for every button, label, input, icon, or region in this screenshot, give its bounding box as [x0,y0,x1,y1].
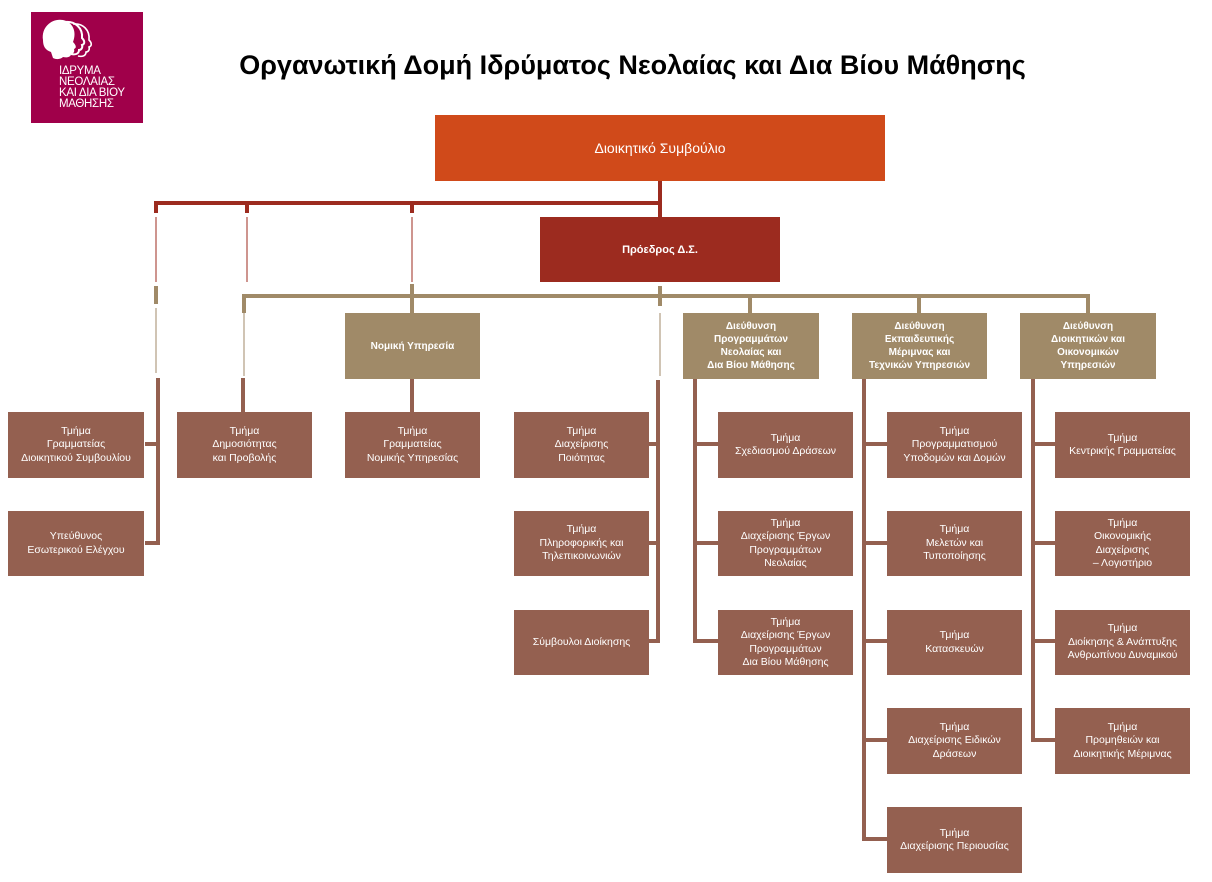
dept-procurement-label: Τμήμα Προμηθειών και Διοικητικής Μέριμνα… [1073,720,1172,760]
dept-infrastructure-planning-box: Τμήμα Προγραμματισμού Υποδομών και Δομών [887,412,1022,478]
legal-service-label: Νομική Υπηρεσία [370,340,455,352]
board-box: Διοικητικό Συμβούλιο [435,115,885,181]
logo-line-4: ΜΑΘΗΣΗΣ [59,98,114,110]
directorate-admin-finance-label: Διεύθυνση Διοικητικών και Οικονομικών Υπ… [1051,321,1125,371]
dept-infrastructure-planning-label: Τμήμα Προγραμματισμού Υποδομών και Δομών [903,424,1006,464]
dept-construction-box: Τμήμα Κατασκευών [887,610,1022,675]
legal-secretariat-label: Τμήμα Γραμματείας Νομικής Υπηρεσίας [366,424,459,464]
directorate-youth-lifelong-label: Διεύθυνση Προγραμμάτων Νεολαίας και Δια … [707,321,795,371]
president-label: Πρόεδρος Δ.Σ. [622,243,698,256]
dept-studies-standardization-box: Τμήμα Μελετών και Τυποποίησης [887,511,1022,576]
president-box: Πρόεδρος Δ.Σ. [540,217,780,282]
dept-lifelong-projects-label: Τμήμα Διαχείρισης Έργων Προγραμμάτων Δια… [740,615,831,669]
management-advisors-label: Σύμβουλοι Διοίκησης [532,635,631,648]
dept-central-secretariat-label: Τμήμα Κεντρικής Γραμματείας [1069,431,1176,458]
quality-management-label: Τμήμα Διαχείρισης Ποιότητας [554,424,609,464]
dept-studies-standardization-label: Τμήμα Μελετών και Τυποποίησης [923,523,986,563]
dept-property-management-label: Τμήμα Διαχείρισης Περιουσίας [900,826,1009,853]
directorate-education-technical-box: Διεύθυνση Εκπαιδευτικής Μέριμνας και Τεχ… [852,313,987,379]
secretariat-board-label: Τμήμα Γραμματείας Διοικητικού Συμβουλίου [21,424,131,464]
organization-logo: ΙΔΡΥΜΑ ΝΕΟΛΑΙΑΣ ΚΑΙ ΔΙΑ ΒΙΟΥ ΜΑΘΗΣΗΣ [31,12,143,123]
dept-special-actions-box: Τμήμα Διαχείρισης Ειδικών Δράσεων [887,708,1022,774]
legal-secretariat-box: Τμήμα Γραμματείας Νομικής Υπηρεσίας [345,412,480,478]
dept-accounting-box: Τμήμα Οικονομικής Διαχείρισης – Λογιστήρ… [1055,511,1190,576]
dept-central-secretariat-box: Τμήμα Κεντρικής Γραμματείας [1055,412,1190,478]
publicity-box: Τμήμα Δημοσιότητας και Προβολής [177,412,312,478]
directorate-education-technical-label: Διεύθυνση Εκπαιδευτικής Μέριμνας και Τεχ… [868,321,971,371]
dept-special-actions-label: Τμήμα Διαχείρισης Ειδικών Δράσεων [908,720,1001,760]
secretariat-board-box: Τμήμα Γραμματείας Διοικητικού Συμβουλίου [8,412,144,478]
dept-action-planning-label: Τμήμα Σχεδιασμού Δράσεων [734,431,837,458]
dept-human-resources-box: Τμήμα Διοίκησης & Ανάπτυξης Ανθρωπίνου Δ… [1055,610,1190,675]
president-connectors [154,284,1090,313]
management-advisors-box: Σύμβουλοι Διοίκησης [514,610,649,675]
dept-action-planning-box: Τμήμα Σχεδιασμού Δράσεων [718,412,853,478]
department-connectors [145,378,1055,841]
faces-logo-icon [42,19,93,60]
internal-audit-label: Υπεύθυνος Εσωτερικού Ελέγχου [27,530,125,556]
internal-audit-box: Υπεύθυνος Εσωτερικού Ελέγχου [8,511,144,576]
logo-line-1: ΙΔΡΥΜΑ [59,65,101,77]
dept-accounting-label: Τμήμα Οικονομικής Διαχείρισης – Λογιστήρ… [1092,516,1153,570]
dept-youth-projects-label: Τμήμα Διαχείρισης Έργων Προγραμμάτων Νεο… [740,516,831,570]
board-connectors [154,181,662,217]
dept-procurement-box: Τμήμα Προμηθειών και Διοικητικής Μέριμνα… [1055,708,1190,774]
board-label: Διοικητικό Συμβούλιο [594,140,726,156]
it-telecom-box: Τμήμα Πληροφορικής και Τηλεπικοινωνιών [514,511,649,576]
directorate-youth-lifelong-box: Διεύθυνση Προγραμμάτων Νεολαίας και Δια … [683,313,819,379]
dept-property-management-box: Τμήμα Διαχείρισης Περιουσίας [887,807,1022,873]
logo-line-3: ΚΑΙ ΔΙΑ ΒΙΟΥ [59,87,125,99]
quality-management-box: Τμήμα Διαχείρισης Ποιότητας [514,412,649,478]
publicity-label: Τμήμα Δημοσιότητας και Προβολής [212,424,277,464]
dept-youth-projects-box: Τμήμα Διαχείρισης Έργων Προγραμμάτων Νεο… [718,511,853,576]
directorate-admin-finance-box: Διεύθυνση Διοικητικών και Οικονομικών Υπ… [1020,313,1156,379]
dept-human-resources-label: Τμήμα Διοίκησης & Ανάπτυξης Ανθρωπίνου Δ… [1067,622,1178,662]
logo-line-2: ΝΕΟΛΑΙΑΣ [59,76,115,88]
thin-vertical-guides [155,217,413,282]
dept-lifelong-projects-box: Τμήμα Διαχείρισης Έργων Προγραμμάτων Δια… [718,610,853,675]
legal-service-box: Νομική Υπηρεσία [345,313,480,379]
thin-tan-guides [155,308,661,376]
it-telecom-label: Τμήμα Πληροφορικής και Τηλεπικοινωνιών [539,523,624,563]
dept-construction-label: Τμήμα Κατασκευών [925,629,984,655]
page-title: Οργανωτική Δομή Ιδρύματος Νεολαίας και Δ… [239,50,1026,80]
